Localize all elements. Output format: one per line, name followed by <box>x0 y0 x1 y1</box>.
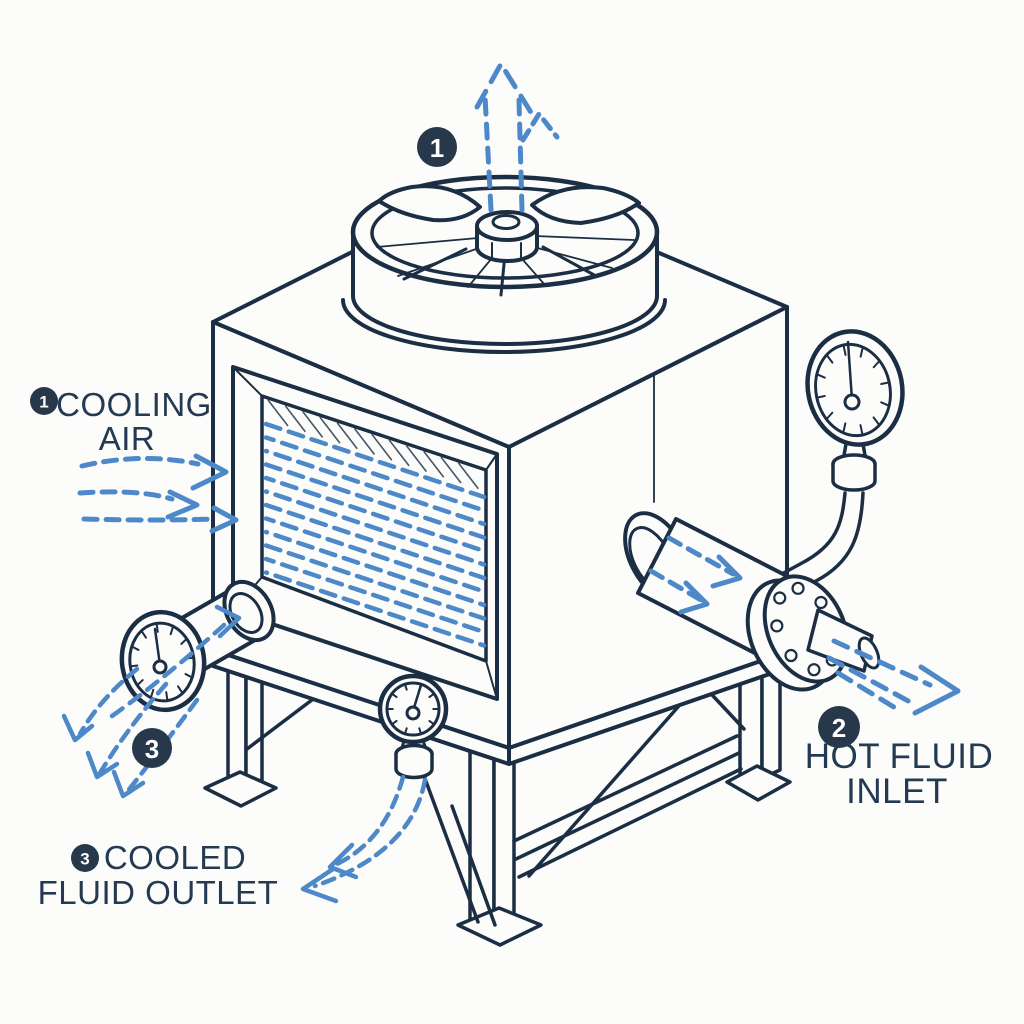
drain-flow-arrows <box>300 774 428 904</box>
label-cooling-air-line1: COOLING <box>56 386 212 423</box>
drain-gauge-icon <box>377 673 449 780</box>
label-cooling-air-badge: 1 <box>39 393 48 412</box>
outlet-gauge-icon <box>119 609 207 713</box>
fan-blade <box>530 185 641 225</box>
inlet-exit-arrows <box>826 638 961 716</box>
marker-1-fan: 1 <box>417 127 457 167</box>
coil-panel <box>231 365 499 701</box>
base-plate <box>725 764 792 802</box>
flow-arrows <box>61 61 961 904</box>
outlet-pipe-assembly <box>119 579 276 713</box>
label-cooled-fluid-line2: FLUID OUTLET <box>38 874 279 911</box>
coil-dash-rows <box>263 421 487 648</box>
inlet-gauge-pipe <box>743 491 865 614</box>
label-cooling-air-line2: AIR <box>99 420 156 457</box>
fan-exhaust-arrow <box>474 61 560 213</box>
inlet-stub-pipe <box>806 608 874 673</box>
fan-icon <box>376 184 641 297</box>
cooling-air-arrows <box>77 453 239 534</box>
inlet-pipe-assembly <box>623 511 881 692</box>
markers: 1 2 3 <box>132 127 860 768</box>
label-hot-fluid-line2: INLET <box>846 772 948 811</box>
gauge-needle <box>153 627 162 667</box>
marker-3-number: 3 <box>145 734 159 764</box>
label-hot-fluid-inlet: HOT FLUID INLET <box>805 737 994 811</box>
inlet-pipe-arrows <box>648 535 743 615</box>
marker-3-outlet: 3 <box>132 728 172 768</box>
support-leg-front <box>456 735 543 947</box>
label-cooled-fluid-badge: 3 <box>80 850 89 869</box>
base-plate <box>203 770 278 808</box>
label-cooled-fluid-outlet: 3 COOLED FLUID OUTLET <box>38 839 279 911</box>
label-hot-fluid-line1: HOT FLUID <box>805 737 994 776</box>
gauge-needle <box>846 340 854 402</box>
marker-1-number: 1 <box>430 133 444 163</box>
gauge-ticks <box>817 345 889 435</box>
outlet-pipe-arrow <box>109 604 242 719</box>
fan-blade <box>377 184 482 223</box>
label-cooled-fluid-line1: COOLED <box>104 839 246 876</box>
marker-2-inlet: 2 <box>818 706 860 748</box>
panel-hatch-strip <box>267 399 479 490</box>
base-plate <box>456 906 543 947</box>
labels: 1 COOLING AIR HOT FLUID INLET 3 COOLED F… <box>30 386 993 911</box>
inlet-gauge-icon <box>805 329 905 492</box>
label-cooling-air: 1 COOLING AIR <box>30 386 212 457</box>
marker-2-number: 2 <box>832 713 846 743</box>
gauge-ticks <box>130 623 194 701</box>
